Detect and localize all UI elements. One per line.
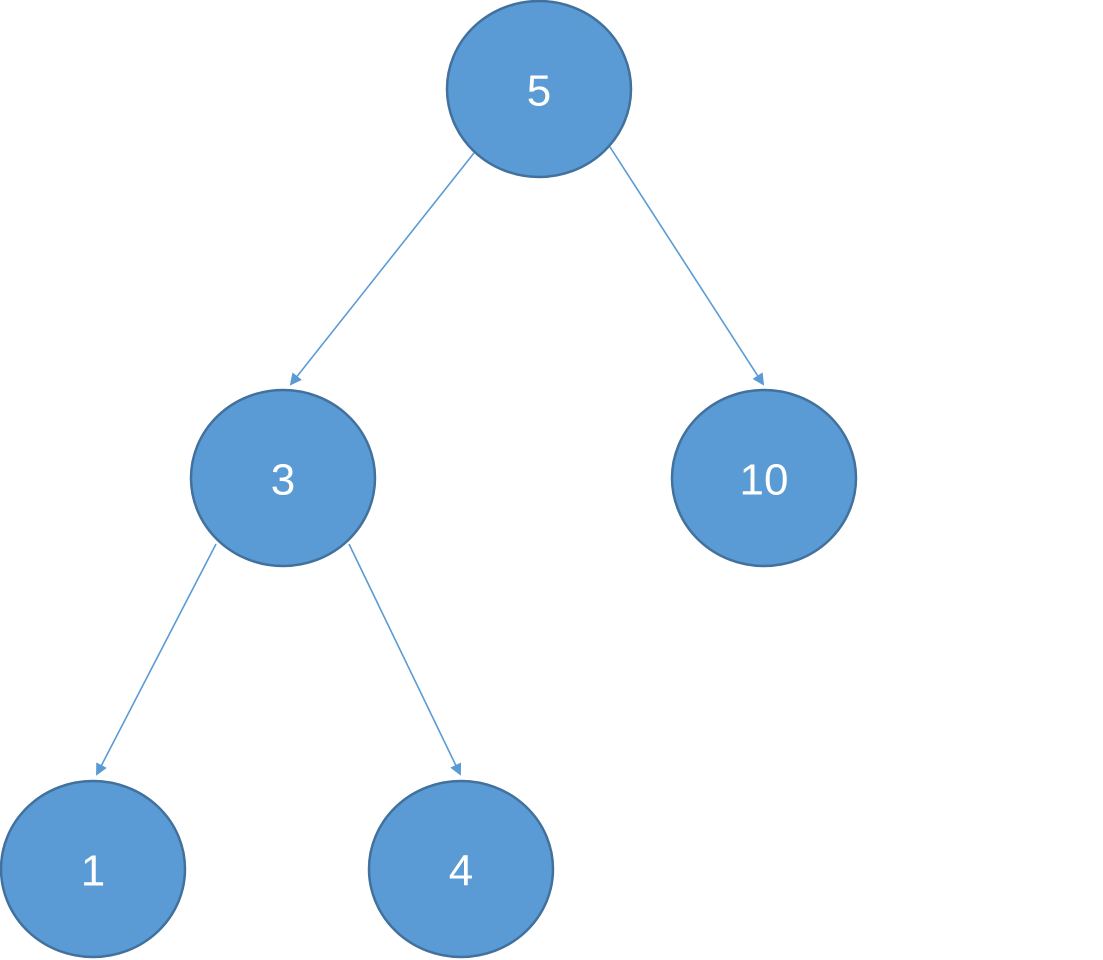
tree-node-4: 4 (367, 779, 555, 959)
node-circle (670, 388, 858, 568)
edge-5-to-10 (609, 146, 765, 386)
tree-node-3: 3 (189, 388, 377, 568)
edge-3-to-1 (96, 543, 217, 776)
node-label: 3 (271, 456, 295, 505)
node-label: 1 (81, 847, 105, 896)
tree-node-10: 10 (670, 388, 858, 568)
node-label: 4 (449, 847, 473, 896)
node-circle (445, 0, 633, 179)
node-label: 10 (740, 456, 789, 505)
tree-node-1: 1 (0, 779, 187, 959)
node-circle (0, 779, 187, 959)
tree-node-5: 5 (445, 0, 633, 179)
edges (96, 146, 765, 776)
node-label: 5 (527, 67, 551, 116)
node-circle (189, 388, 377, 568)
node-circle (367, 779, 555, 959)
edge-3-to-4 (348, 543, 462, 776)
edge-5-to-3 (289, 152, 475, 386)
